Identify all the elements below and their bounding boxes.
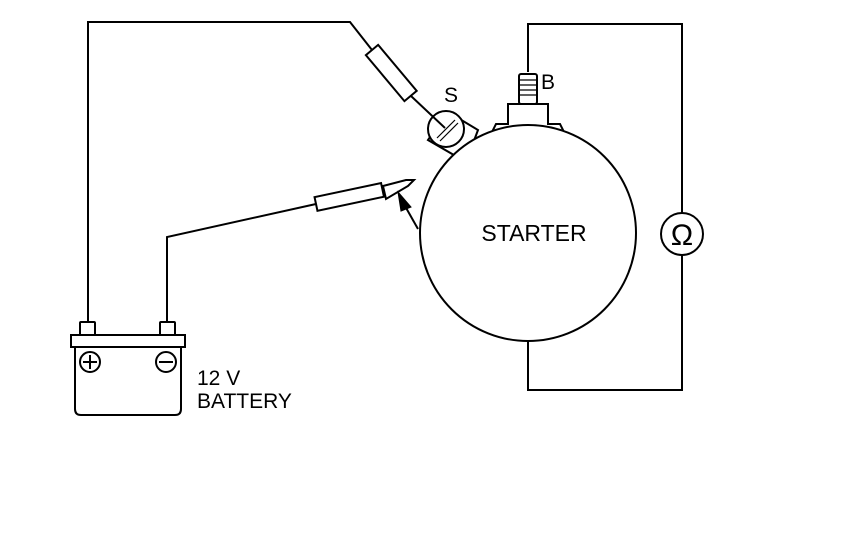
b-terminal-label: B (541, 71, 555, 94)
battery-icon (70, 321, 186, 416)
ohmmeter-icon: Ω (660, 212, 704, 256)
starter-label: STARTER (481, 220, 586, 246)
battery-label: BATTERY (197, 390, 292, 413)
ohmmeter-wire-bottom (527, 255, 683, 391)
s-terminal-label: S (444, 84, 458, 107)
negative-wire (166, 203, 317, 322)
arrow-icon (397, 190, 419, 230)
starter-bracket (490, 103, 566, 133)
starter-body (419, 124, 637, 342)
ohmmeter-symbol: Ω (671, 219, 693, 252)
battery-voltage-label: 12 V (197, 367, 240, 390)
s-terminal-test-probe (364, 43, 446, 129)
positive-wire (87, 21, 373, 322)
b-terminal-stud (518, 73, 538, 105)
ohmmeter-wire-top (527, 23, 683, 214)
body-test-probe (313, 179, 417, 213)
